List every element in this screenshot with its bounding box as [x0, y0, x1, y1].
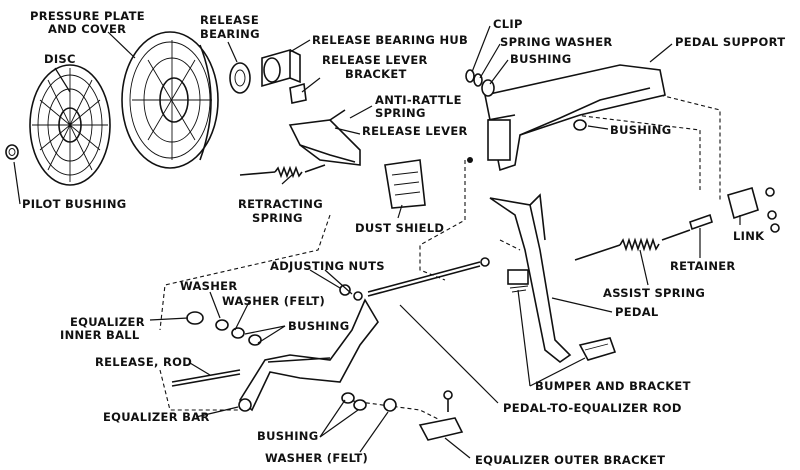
label-bushing-top: BUSHING: [510, 52, 571, 66]
bumper-and-bracket: [507, 269, 529, 293]
label-pressure-plate-line2: AND COVER: [48, 22, 126, 36]
label-pilot-bushing: PILOT BUSHING: [22, 197, 127, 211]
equalizer-inner-parts: [186, 311, 262, 346]
adjusting-nuts: [339, 284, 363, 301]
retainer: [689, 213, 713, 231]
label-retracting-spring-line2: SPRING: [252, 211, 303, 225]
pedal-to-equalizer-rod: [367, 257, 490, 297]
pilot-bushing: [5, 144, 19, 160]
release-lever-bracket: [289, 82, 307, 104]
label-release-lever: RELEASE LEVER: [362, 124, 468, 138]
label-release-lever-bracket-line1: RELEASE LEVER: [322, 53, 428, 67]
label-link: LINK: [733, 229, 765, 243]
label-anti-rattle-line1: ANTI-RATTLE: [375, 93, 462, 107]
label-bumper-and-bracket: BUMPER AND BRACKET: [535, 379, 691, 393]
label-assist-spring: ASSIST SPRING: [603, 286, 705, 300]
label-release-bearing-hub: RELEASE BEARING HUB: [312, 33, 468, 47]
label-equalizer-inner-ball-line1: EQUALIZER: [70, 315, 145, 329]
label-retainer: RETAINER: [670, 259, 736, 273]
equalizer-outer-bracket: [418, 390, 464, 441]
label-spring-washer: SPRING WASHER: [500, 35, 613, 49]
release-lever: [288, 109, 361, 166]
clutch-disc: [29, 64, 111, 186]
label-clip: CLIP: [493, 17, 523, 31]
label-pedal-support: PEDAL SUPPORT: [675, 35, 785, 49]
label-dust-shield: DUST SHIELD: [355, 221, 444, 235]
release-bearing-hub: [261, 48, 301, 88]
assist-spring: [574, 229, 691, 261]
release-bearing: [229, 62, 251, 94]
equalizer-bar: [238, 298, 379, 412]
pressure-plate-and-cover: [121, 31, 219, 169]
label-bushing-right: BUSHING: [610, 123, 671, 137]
label-equalizer-bar: EQUALIZER BAR: [103, 410, 210, 424]
label-pedal-to-equalizer-rod: PEDAL-TO-EQUALIZER ROD: [503, 401, 682, 415]
label-retracting-spring-line1: RETRACTING: [238, 197, 323, 211]
bottom-bushings: [341, 392, 397, 412]
part-labels: PRESSURE PLATE AND COVER DISC RELEASE BE…: [22, 9, 785, 467]
dust-shield: [384, 159, 426, 209]
label-washer-felt: WASHER (FELT): [222, 294, 325, 308]
label-release-lever-bracket-line2: BRACKET: [345, 67, 407, 81]
label-bushing-mid: BUSHING: [288, 319, 349, 333]
label-anti-rattle-line2: SPRING: [375, 106, 426, 120]
label-disc: DISC: [44, 52, 76, 66]
label-pressure-plate-line1: PRESSURE PLATE: [30, 9, 145, 23]
pedal-support: [467, 64, 666, 172]
label-release-bearing-line2: BEARING: [200, 27, 260, 41]
link: [727, 187, 780, 233]
release-rod: [171, 369, 241, 387]
label-release-bearing-line1: RELEASE: [200, 13, 259, 27]
label-equalizer-inner-ball-line2: INNER BALL: [60, 328, 140, 342]
label-adjusting-nuts: ADJUSTING NUTS: [270, 259, 385, 273]
pedal: [489, 193, 617, 363]
label-washer: WASHER: [180, 279, 238, 293]
label-pedal: PEDAL: [615, 305, 659, 319]
label-equalizer-outer-bracket: EQUALIZER OUTER BRACKET: [475, 453, 665, 467]
retracting-spring: [239, 164, 326, 179]
label-washer-felt-bottom: WASHER (FELT): [265, 451, 368, 465]
label-release-rod: RELEASE, ROD: [95, 355, 192, 369]
label-bushing-bottom: BUSHING: [257, 429, 318, 443]
leader-lines: [13, 25, 741, 459]
